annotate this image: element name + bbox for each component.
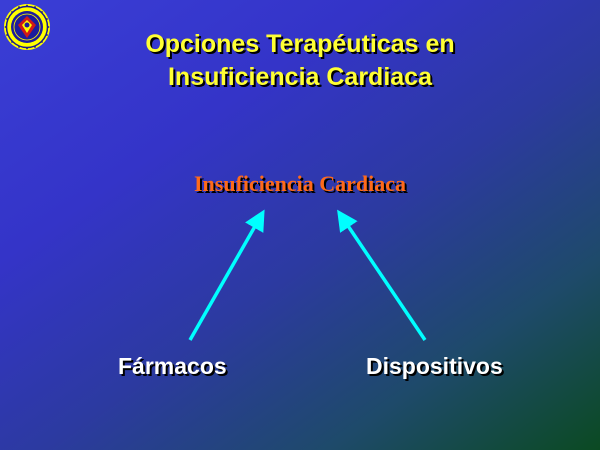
slide-title-line-2: Insuficiencia Cardiaca <box>167 63 432 91</box>
slide-title-line-1: Opciones Terapéuticas en <box>145 30 455 58</box>
center-node-label: Insuficiencia Cardiaca <box>193 171 407 196</box>
arrow-left-to-center <box>188 209 265 341</box>
slide-title: Opciones Terapéuticas en Insuficiencia C… <box>80 28 520 94</box>
left-node-label: Fármacos <box>118 353 227 379</box>
university-seal-icon <box>4 4 50 50</box>
arrow-right-to-center <box>337 209 427 341</box>
right-node-label: Dispositivos <box>366 353 503 379</box>
